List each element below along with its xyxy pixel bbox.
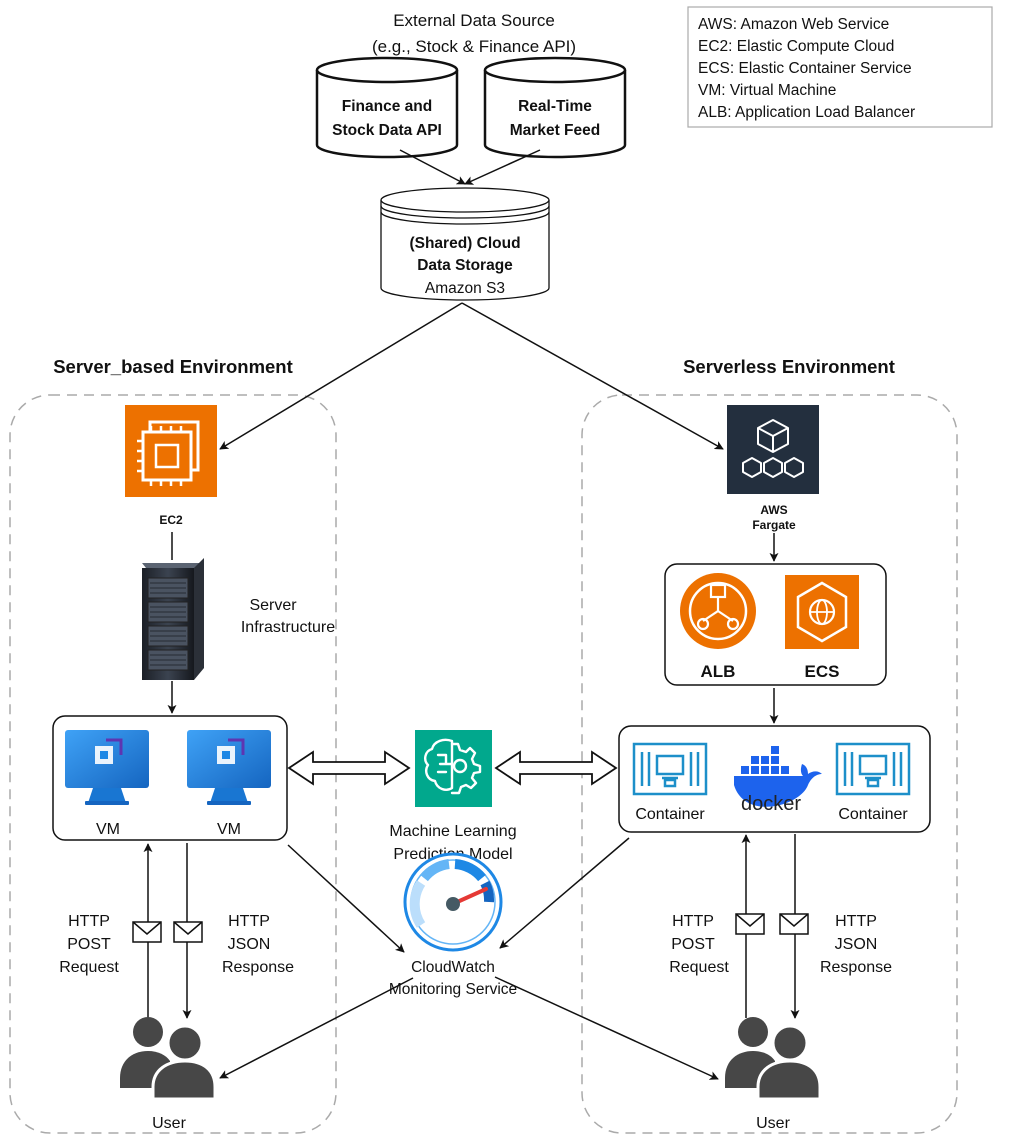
external-source-title: External Data Source	[393, 11, 555, 30]
user-label: User	[152, 1115, 186, 1132]
storage-label: Data Storage	[417, 257, 513, 274]
http-post-label: POST	[67, 936, 111, 953]
docker-wordmark: docker	[741, 793, 801, 815]
http-response-label: HTTP	[228, 913, 270, 930]
http-response-label: Response	[820, 959, 892, 976]
cloudwatch-label: Monitoring Service	[389, 981, 517, 998]
server-infra-label: Server	[249, 597, 297, 614]
bidirectional-arrow-ml-container	[494, 750, 618, 786]
legend-item: AWS: Amazon Web Service	[698, 16, 889, 33]
ecs-icon	[785, 575, 859, 649]
ec2-label: EC2	[159, 513, 183, 527]
http-post-label: Request	[669, 959, 729, 976]
server-env-title: Server_based Environment	[53, 356, 293, 377]
vm-icon	[65, 730, 149, 805]
external-source-subtitle: (e.g., Stock & Finance API)	[372, 37, 576, 56]
server-rack-icon	[142, 558, 204, 680]
bidirectional-arrow-vm-ml	[287, 750, 411, 786]
cloudwatch-label: CloudWatch	[411, 959, 495, 976]
container-icon	[632, 742, 708, 796]
fargate-label: AWS	[760, 503, 787, 517]
arrow-vm-to-cloudwatch	[287, 844, 405, 953]
envelope-icon	[173, 921, 203, 943]
ml-model-icon	[415, 730, 492, 807]
vm-icon	[187, 730, 271, 805]
fargate-label: Fargate	[752, 518, 796, 532]
container-label: Container	[635, 806, 705, 823]
ml-label: Machine Learning	[389, 823, 516, 840]
arrow-cloudwatch-to-right-user	[494, 976, 719, 1080]
ec2-icon	[125, 405, 217, 497]
cloudwatch-gauge-icon	[403, 852, 503, 952]
cloud-storage-s3: (Shared) Cloud Data Storage Amazon S3	[380, 187, 550, 301]
alb-label: ALB	[701, 662, 736, 681]
http-response-label: HTTP	[835, 913, 877, 930]
storage-label: Amazon S3	[425, 280, 505, 297]
http-post-label: Request	[59, 959, 119, 976]
real-time-market-feed-database: Real-Time Market Feed	[483, 56, 627, 159]
server-infra-label: Infrastructure	[241, 619, 335, 636]
alb-icon	[680, 573, 756, 649]
container-label: Container	[838, 806, 908, 823]
fargate-icon	[727, 405, 819, 494]
user-icon	[725, 1017, 822, 1101]
arrow-db1-to-storage	[399, 149, 466, 185]
envelope-icon	[735, 913, 765, 935]
legend-item: ECS: Elastic Container Service	[698, 60, 912, 77]
container-icon	[835, 742, 911, 796]
legend-item: VM: Virtual Machine	[698, 82, 836, 99]
http-post-label: HTTP	[68, 913, 110, 930]
arrow-storage-to-ec2	[219, 302, 463, 450]
vm-label: VM	[217, 821, 241, 838]
market-feed-label: Market Feed	[510, 122, 600, 139]
http-response-label: Response	[222, 959, 294, 976]
http-response-label: JSON	[835, 936, 878, 953]
arrow-db2-to-storage	[464, 149, 541, 185]
legend-item: ALB: Application Load Balancer	[698, 104, 915, 121]
finance-stock-api-database: Finance and Stock Data API	[315, 56, 459, 159]
arrow-storage-to-fargate	[461, 302, 724, 450]
docker-whale-icon	[734, 746, 822, 807]
legend: AWS: Amazon Web Service EC2: Elastic Com…	[687, 6, 993, 128]
arrow-container-to-cloudwatch	[499, 837, 630, 949]
finance-api-label: Stock Data API	[332, 122, 442, 139]
http-post-label: HTTP	[672, 913, 714, 930]
user-icon	[120, 1017, 217, 1101]
http-post-label: POST	[671, 936, 715, 953]
finance-api-label: Finance and	[342, 98, 432, 115]
ecs-label: ECS	[805, 662, 840, 681]
vm-label: VM	[96, 821, 120, 838]
legend-item: EC2: Elastic Compute Cloud	[698, 38, 894, 55]
serverless-env-boundary	[581, 394, 958, 1134]
serverless-env-title: Serverless Environment	[683, 356, 895, 377]
http-response-label: JSON	[228, 936, 271, 953]
envelope-icon	[779, 913, 809, 935]
arrow-cloudwatch-to-left-user	[219, 977, 414, 1079]
user-label: User	[756, 1115, 790, 1132]
envelope-icon	[132, 921, 162, 943]
storage-label: (Shared) Cloud	[409, 235, 520, 252]
market-feed-label: Real-Time	[518, 98, 592, 115]
